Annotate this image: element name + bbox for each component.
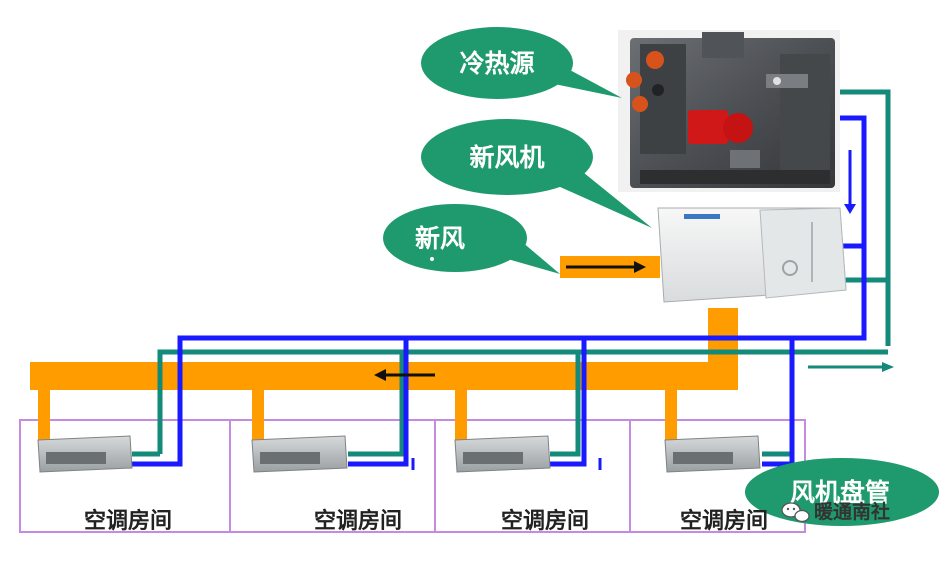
flow-arrows: [374, 261, 894, 381]
branch-duct-1: [38, 390, 50, 440]
supply-main-pipe: [132, 115, 867, 467]
heat-source-label: 冷热源: [459, 49, 534, 78]
fresh-air-unit-label: 新风机: [469, 143, 544, 172]
fresh-air-label: 新风: [415, 224, 465, 253]
return-out-arrow-head: [882, 362, 894, 372]
room-labels: 空调房间 空调房间 空调房间 空调房间: [84, 508, 768, 534]
fan-coil-unit-1: [37, 435, 133, 473]
branch-duct-2: [252, 390, 264, 440]
return-branch-3: [550, 352, 581, 457]
fresh-air-callout: 新风: [383, 204, 560, 274]
air-duct: [30, 256, 738, 440]
branch-duct-4: [665, 390, 677, 440]
supply-down-arrow-head: [844, 204, 856, 214]
room-label-3: 空调房间: [501, 508, 589, 534]
fresh-air-unit: [657, 207, 847, 303]
room-label-1: 空调房间: [84, 508, 172, 534]
room-label-4: 空调房间: [680, 508, 768, 534]
fan-coil-unit-2: [251, 435, 348, 473]
fresh-air-arrow-head: [634, 261, 646, 273]
duct-flow-arrow-head: [374, 369, 386, 381]
wechat-icon: [781, 502, 810, 523]
ahu-outlet-duct: [708, 308, 738, 390]
fan-coil-unit-3: [454, 435, 551, 473]
watermark-text: 暖通南社: [814, 500, 890, 523]
return-header-pipe: [157, 349, 888, 454]
return-pipes: [132, 89, 891, 457]
fan-coil-unit-4: [664, 435, 761, 473]
supply-branch-4: [762, 338, 795, 467]
heat-source-unit: [618, 30, 840, 192]
return-main-pipe: [838, 89, 891, 346]
fan-coil-units: [37, 435, 761, 473]
fresh-air-unit-callout: 新风机: [421, 119, 652, 228]
supply-branch-2: [348, 338, 409, 467]
branch-duct-3: [455, 390, 467, 440]
watermark: 暖通南社: [781, 500, 890, 523]
fan-coil-label: 风机盘管: [790, 478, 890, 507]
pipe-caps: [411, 458, 602, 470]
room-label-2: 空调房间: [314, 508, 402, 534]
heat-source-callout: 冷热源: [421, 27, 622, 99]
return-branch-2: [348, 352, 405, 457]
supply-branch-3: [550, 338, 587, 467]
